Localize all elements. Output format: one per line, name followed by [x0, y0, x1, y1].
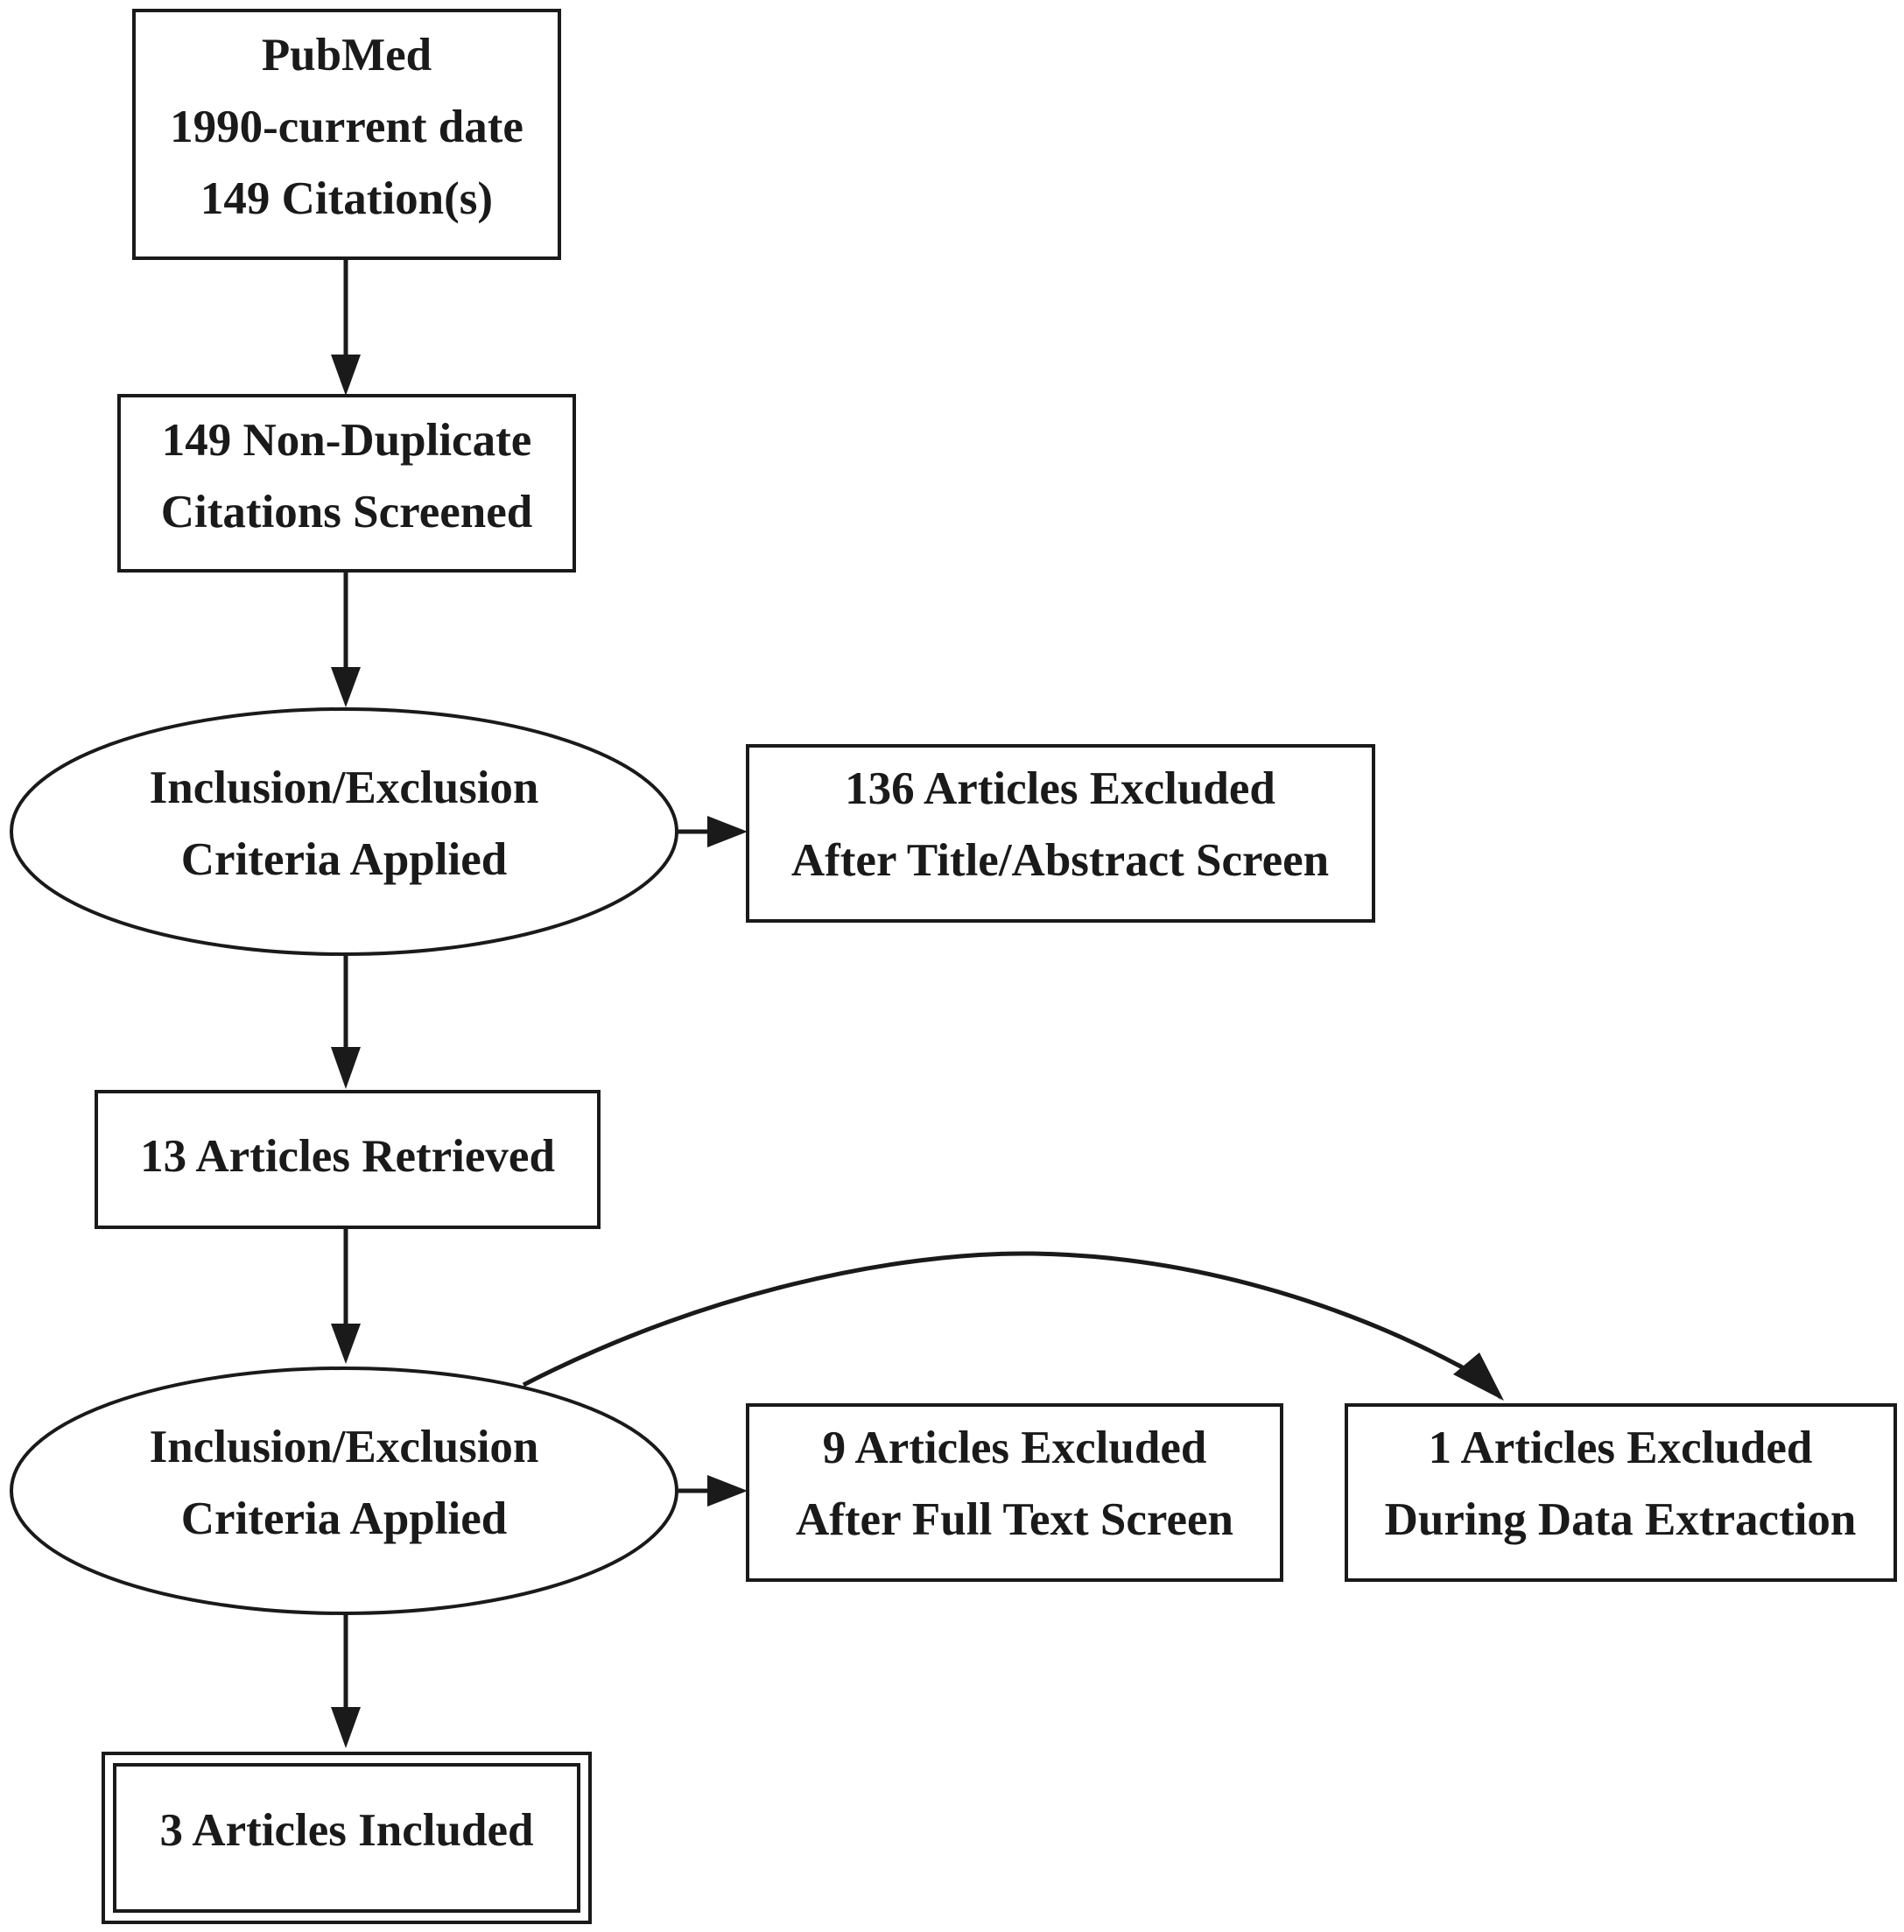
node-label: Criteria Applied — [181, 1493, 507, 1544]
node-label: Inclusion/Exclusion — [150, 762, 539, 813]
node-label: Citations Screened — [161, 487, 532, 537]
node-criteria-applied-1: Inclusion/Exclusion Criteria Applied — [10, 707, 678, 956]
arrowhead — [331, 667, 361, 707]
node-label: 149 Citation(s) — [200, 173, 493, 224]
node-label: PubMed — [262, 30, 432, 81]
node-excluded-title-abstract: 136 Articles Excluded After Title/Abstra… — [746, 744, 1375, 923]
edge-criteria2-to-excluded-extraction — [522, 1251, 1477, 1388]
node-criteria-applied-2: Inclusion/Exclusion Criteria Applied — [10, 1366, 678, 1615]
node-label: Criteria Applied — [181, 834, 507, 885]
node-label: During Data Extraction — [1385, 1494, 1857, 1545]
node-pubmed: PubMed 1990-current date 149 Citation(s) — [132, 9, 561, 260]
arrowhead — [1453, 1352, 1504, 1401]
node-screened: 149 Non-Duplicate Citations Screened — [117, 394, 576, 573]
node-included: 3 Articles Included — [102, 1752, 592, 1924]
node-label: 3 Articles Included — [160, 1805, 534, 1856]
arrowhead — [331, 1707, 361, 1748]
arrowhead — [331, 355, 361, 396]
node-label: 1 Articles Excluded — [1429, 1423, 1813, 1473]
arrowhead — [707, 816, 748, 847]
node-label: Inclusion/Exclusion — [150, 1422, 539, 1472]
node-label: 149 Non-Duplicate — [162, 415, 532, 466]
node-excluded-full-text: 9 Articles Excluded After Full Text Scre… — [746, 1403, 1283, 1582]
node-label: 13 Articles Retrieved — [140, 1131, 555, 1182]
node-retrieved: 13 Articles Retrieved — [95, 1090, 601, 1229]
node-label: After Title/Abstract Screen — [791, 835, 1329, 886]
node-excluded-data-extraction: 1 Articles Excluded During Data Extracti… — [1345, 1403, 1897, 1582]
node-label: After Full Text Screen — [796, 1494, 1233, 1545]
arrowhead — [331, 1324, 361, 1364]
arrowhead — [331, 1047, 361, 1089]
node-label: 136 Articles Excluded — [845, 763, 1275, 814]
arrowhead — [707, 1475, 748, 1507]
node-label: 1990-current date — [170, 102, 523, 152]
node-label: 9 Articles Excluded — [823, 1423, 1207, 1473]
